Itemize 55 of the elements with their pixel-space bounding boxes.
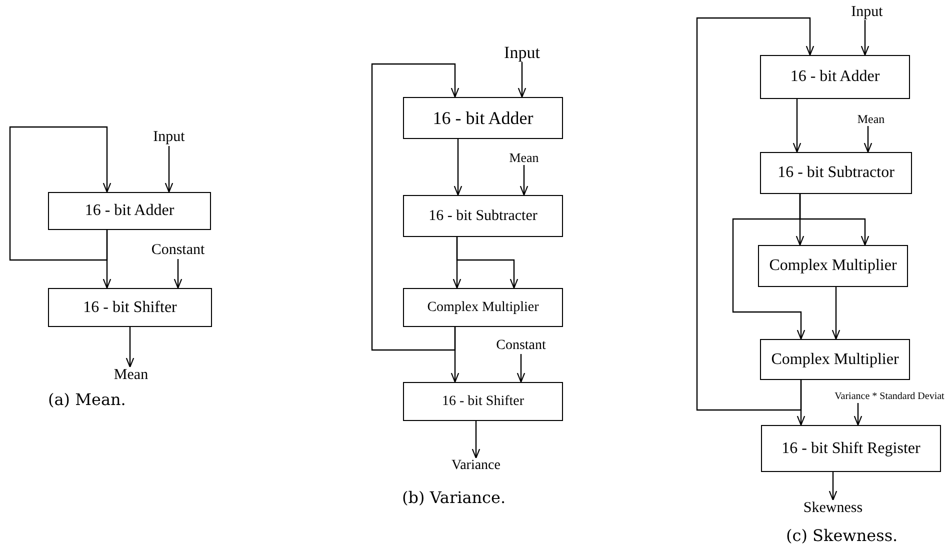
process-box (48, 288, 212, 327)
process-box (760, 152, 912, 194)
feedback-arrow (732, 194, 806, 340)
figure-caption: (c) Skewness. (786, 526, 898, 545)
arrow (454, 139, 462, 196)
signal-label: Constant (487, 338, 555, 354)
signal-label: Mean (854, 112, 888, 126)
process-box (760, 55, 910, 99)
figure-caption: (a) Mean. (48, 390, 126, 409)
box-label: 16 - bit Shifter (442, 394, 524, 408)
arrow (520, 165, 528, 196)
box-label: 16 - bit Subtracter (428, 208, 538, 224)
signal-label: Mean (505, 150, 543, 165)
arrow (832, 287, 840, 340)
arrow (516, 354, 526, 383)
arrow (126, 327, 134, 368)
box-label: Complex Multiplier (771, 352, 899, 368)
signal-label: Skewness (800, 500, 866, 517)
signal-label: Variance * Standard Deviat (828, 391, 951, 403)
feedback-arrow (371, 63, 460, 351)
signal-label: Variance (446, 458, 506, 474)
process-box (758, 245, 908, 287)
arrow (792, 99, 802, 153)
box-label: Complex Multiplier (769, 258, 897, 274)
arrow (518, 62, 526, 98)
arrow (174, 259, 182, 289)
signal-label: Input (147, 129, 191, 146)
arrow (164, 146, 174, 193)
process-box (760, 339, 910, 380)
arrow (864, 126, 872, 153)
signal-label: Input (498, 42, 546, 62)
arrow (854, 403, 862, 426)
process-box (48, 192, 211, 230)
process-box (403, 382, 563, 421)
signal-label: Constant (140, 242, 216, 259)
box-label: 16 - bit Subtractor (778, 165, 894, 181)
box-label: 16 - bit Shifter (83, 300, 177, 316)
feedback-arrow (696, 17, 814, 411)
signal-label: Input (847, 4, 887, 20)
process-box (403, 288, 563, 327)
process-box (403, 195, 563, 237)
box-label: Complex Multiplier (427, 300, 539, 314)
arrow (456, 237, 518, 289)
feedback-arrow (9, 126, 112, 261)
arrow (860, 20, 870, 56)
box-label: 16 - bit Adder (432, 109, 534, 127)
signal-label: Mean (109, 367, 153, 384)
process-box (761, 425, 941, 472)
arrow (828, 472, 838, 501)
figure-caption: (b) Variance. (402, 488, 506, 507)
box-label: 16 - bit Adder (790, 69, 880, 85)
arrow (472, 421, 480, 459)
process-box (403, 97, 563, 139)
box-label: 16 - bit Shift Register (782, 440, 920, 456)
box-label: 16 - bit Adder (84, 203, 174, 219)
